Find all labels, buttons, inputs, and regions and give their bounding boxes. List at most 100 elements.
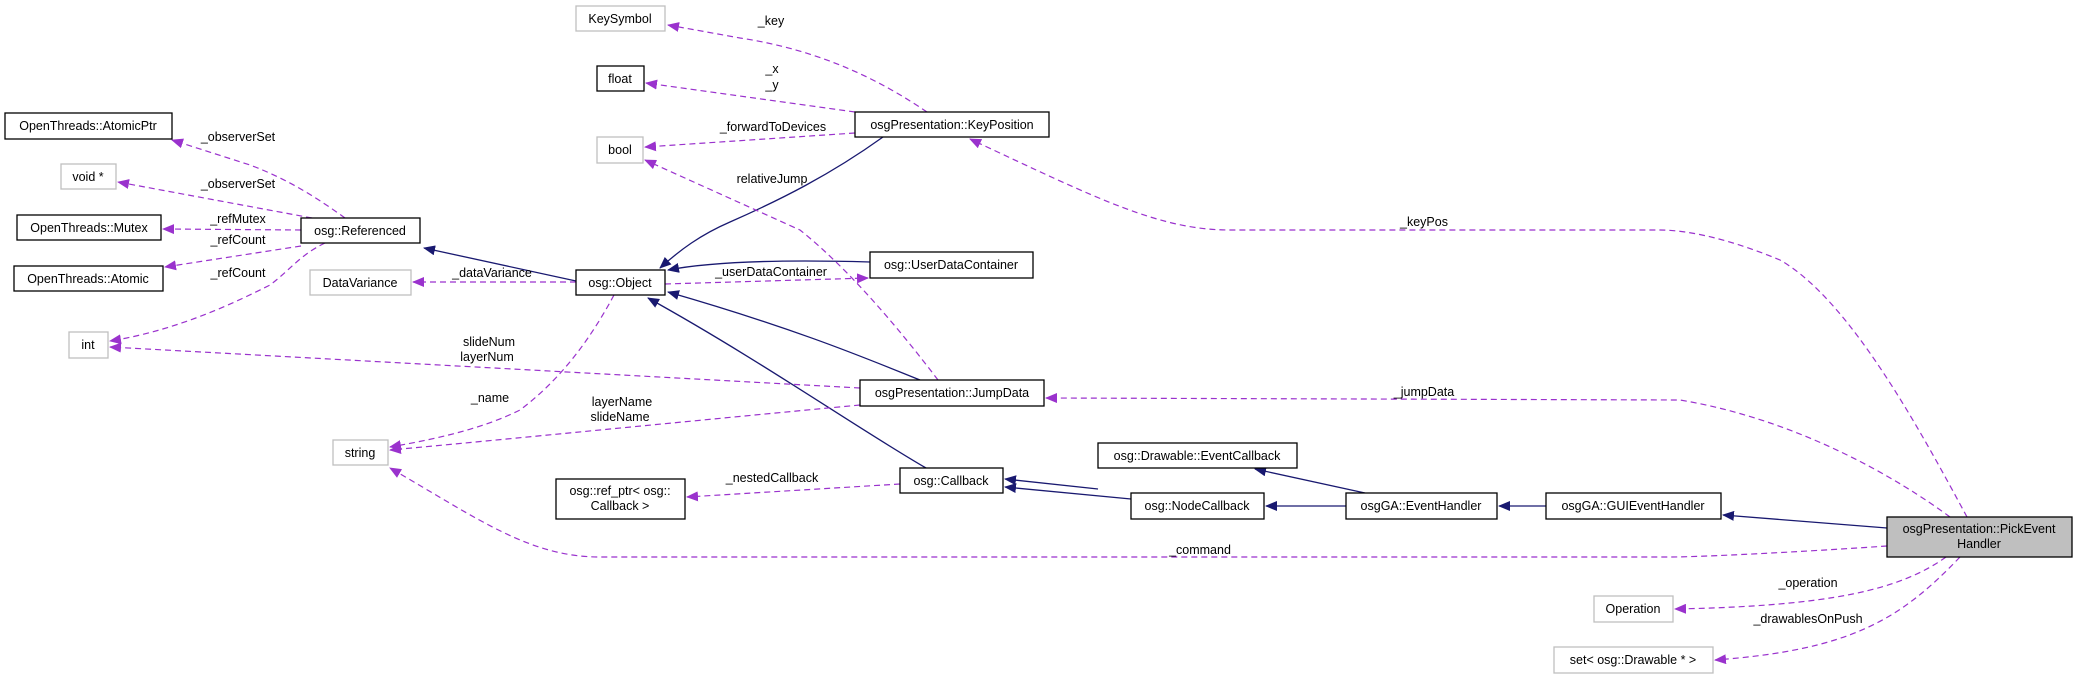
label-data-variance: _dataVariance — [451, 266, 532, 280]
label-ref-mutex: _refMutex — [209, 212, 266, 226]
svg-text:osg::NodeCallback: osg::NodeCallback — [1145, 499, 1251, 513]
label-layer-num: layerNum — [460, 350, 514, 364]
label-x: _x — [764, 62, 779, 76]
node-key-position[interactable]: osgPresentation::KeyPosition — [854, 111, 1050, 138]
edge-name — [389, 294, 615, 451]
label-name: _name — [470, 391, 509, 405]
edge-observer-set-atomicptr — [171, 138, 346, 219]
edge-pickeventhandler-guieventhandler — [1722, 510, 1888, 529]
node-key-symbol[interactable]: KeySymbol — [575, 5, 666, 32]
svg-text:osg::Object: osg::Object — [588, 276, 652, 290]
edge-nested-callback — [686, 483, 901, 502]
svg-text:float: float — [608, 72, 632, 86]
label-user-data-container: _userDataContainer — [714, 265, 827, 279]
label-key: _key — [757, 14, 785, 28]
node-drawable-set[interactable]: set< osg::Drawable * > — [1553, 646, 1714, 674]
svg-text:osg::Referenced: osg::Referenced — [314, 224, 406, 238]
edge-key — [667, 22, 928, 113]
node-object[interactable]: osg::Object — [575, 269, 666, 296]
edge-object-referenced — [423, 245, 577, 282]
svg-text:KeySymbol: KeySymbol — [588, 12, 651, 26]
node-float[interactable]: float — [596, 65, 645, 92]
svg-text:void *: void * — [72, 170, 103, 184]
label-observer-set-1: _observerSet — [200, 130, 276, 144]
edge-relative-jump — [644, 159, 939, 381]
edge-ref-mutex — [162, 224, 302, 235]
svg-text:Operation: Operation — [1606, 602, 1661, 616]
node-referenced[interactable]: osg::Referenced — [300, 217, 421, 244]
svg-text:Callback >: Callback > — [591, 499, 650, 513]
label-slide-num: slideNum — [463, 335, 515, 349]
label-observer-set-2: _observerSet — [200, 177, 276, 191]
node-operation[interactable]: Operation — [1593, 595, 1674, 623]
edge-jumpdata-object — [667, 290, 921, 381]
label-ref-count-1: _refCount — [210, 233, 266, 247]
edge-drawableeventcallback-callback — [1004, 475, 1099, 490]
svg-text:osgPresentation::JumpData: osgPresentation::JumpData — [875, 386, 1029, 400]
node-node-callback[interactable]: osg::NodeCallback — [1130, 492, 1265, 520]
node-string[interactable]: string — [332, 439, 389, 466]
edge-eventhandler-drawableeventcallback — [1254, 466, 1366, 494]
svg-text:osg::ref_ptr< osg::: osg::ref_ptr< osg:: — [569, 484, 670, 498]
label-forward-to-devices: _forwardToDevices — [719, 120, 826, 134]
edge-ref-count-atomic — [164, 245, 302, 271]
label-command: _command — [1168, 543, 1231, 557]
label-jump-data: _jumpData — [1393, 385, 1454, 399]
edge-key-pos — [969, 138, 1968, 518]
node-jump-data[interactable]: osgPresentation::JumpData — [859, 379, 1045, 407]
label-ref-count-2: _refCount — [210, 266, 266, 280]
edge-jump-data — [1045, 393, 1951, 518]
edge-callback-object — [647, 297, 927, 469]
svg-text:DataVariance: DataVariance — [323, 276, 398, 290]
node-data-variance[interactable]: DataVariance — [309, 269, 412, 296]
svg-text:OpenThreads::Atomic: OpenThreads::Atomic — [27, 272, 149, 286]
svg-text:int: int — [81, 338, 95, 352]
edge-slide-layer-num — [109, 342, 861, 389]
label-operation: _operation — [1777, 576, 1837, 590]
edge-ref-count-int — [109, 242, 326, 345]
edge-user-data-container — [664, 273, 869, 285]
edge-layer-slide-name — [389, 404, 861, 454]
svg-text:osgGA::GUIEventHandler: osgGA::GUIEventHandler — [1561, 499, 1704, 513]
usage-edges — [109, 22, 1968, 665]
label-relative-jump: relativeJump — [737, 172, 808, 186]
node-int[interactable]: int — [68, 331, 109, 359]
edge-observer-set-void — [117, 179, 313, 219]
node-bool[interactable]: bool — [596, 136, 644, 164]
edge-drawables-on-push — [1714, 556, 1961, 665]
svg-text:string: string — [345, 446, 376, 460]
svg-text:OpenThreads::Mutex: OpenThreads::Mutex — [30, 221, 148, 235]
node-atomic[interactable]: OpenThreads::Atomic — [13, 265, 164, 292]
node-drawable-event-callback[interactable]: osg::Drawable::EventCallback — [1097, 442, 1298, 469]
svg-text:osgGA::EventHandler: osgGA::EventHandler — [1361, 499, 1482, 513]
svg-text:OpenThreads::AtomicPtr: OpenThreads::AtomicPtr — [19, 119, 157, 133]
node-ref-ptr-callback[interactable]: osg::ref_ptr< osg:: Callback > — [555, 478, 686, 520]
svg-text:osg::Callback: osg::Callback — [913, 474, 989, 488]
svg-text:osgPresentation::KeyPosition: osgPresentation::KeyPosition — [870, 118, 1033, 132]
svg-text:bool: bool — [608, 143, 632, 157]
label-slide-name: slideName — [590, 410, 649, 424]
edge-forward-to-devices — [644, 132, 856, 152]
edge-keyposition-object — [659, 136, 884, 269]
svg-text:osg::Drawable::EventCallback: osg::Drawable::EventCallback — [1114, 449, 1281, 463]
node-callback[interactable]: osg::Callback — [899, 467, 1004, 494]
label-nested-callback: _nestedCallback — [725, 471, 819, 485]
label-y: _y — [764, 78, 779, 92]
edge-labels: _key _x _y _forwardToDevices relativeJum… — [200, 14, 1863, 626]
node-mutex[interactable]: OpenThreads::Mutex — [16, 214, 162, 241]
label-layer-name: layerName — [592, 395, 652, 409]
node-pick-event-handler[interactable]: osgPresentation::PickEvent Handler — [1886, 516, 2073, 558]
label-drawables-on-push: _drawablesOnPush — [1752, 612, 1862, 626]
svg-text:osg::UserDataContainer: osg::UserDataContainer — [884, 258, 1018, 272]
node-event-handler[interactable]: osgGA::EventHandler — [1345, 492, 1498, 520]
node-void-ptr[interactable]: void * — [60, 163, 117, 190]
label-key-pos: _keyPos — [1399, 215, 1448, 229]
node-atomic-ptr[interactable]: OpenThreads::AtomicPtr — [4, 112, 173, 140]
svg-text:set< osg::Drawable * >: set< osg::Drawable * > — [1570, 653, 1696, 667]
node-gui-event-handler[interactable]: osgGA::GUIEventHandler — [1545, 492, 1722, 520]
node-user-data-container[interactable]: osg::UserDataContainer — [869, 251, 1034, 279]
svg-text:Handler: Handler — [1957, 537, 2001, 551]
edge-userdatacontainer-object — [667, 260, 871, 273]
inheritance-edges — [423, 136, 1888, 529]
